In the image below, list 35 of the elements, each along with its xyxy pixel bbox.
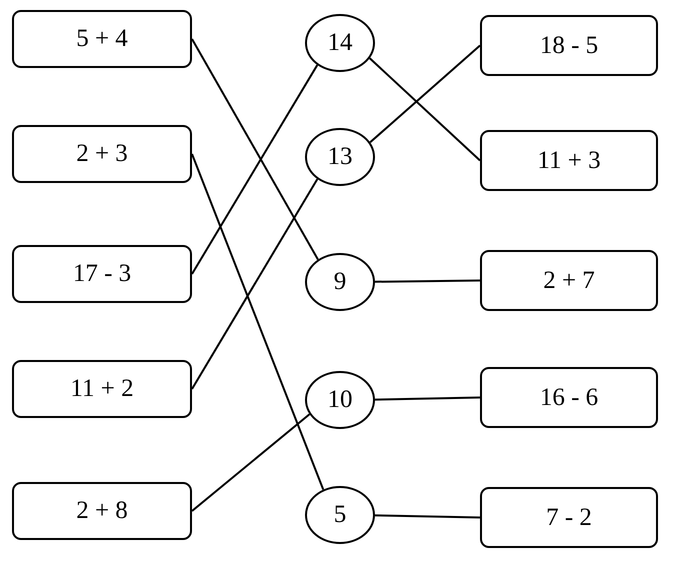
expression-box <box>12 245 192 303</box>
node-text: 11 + 3 <box>537 146 601 174</box>
node-text: 18 - 5 <box>540 32 598 60</box>
connector-line <box>374 280 480 283</box>
connector-line <box>191 178 318 390</box>
node-text: 2 + 3 <box>76 140 128 168</box>
expression-box <box>480 15 658 76</box>
expression-box <box>12 360 192 418</box>
node-text: 9 <box>334 268 346 296</box>
node-text: 5 <box>334 501 346 529</box>
expression-box <box>480 250 658 311</box>
connector-line <box>370 44 481 144</box>
node-text: 2 + 8 <box>76 497 128 525</box>
expression-box <box>480 130 658 191</box>
connector-line <box>191 413 310 512</box>
node-text: 7 - 2 <box>546 504 592 532</box>
node-text: 10 <box>328 386 352 414</box>
connector-line <box>369 58 481 162</box>
node-text: 5 + 4 <box>76 25 128 53</box>
node-text: 2 + 7 <box>543 266 595 294</box>
expression-box <box>12 125 192 183</box>
expression-box <box>12 482 192 540</box>
expression-box <box>12 10 192 68</box>
connector-line <box>374 396 480 401</box>
connector-line <box>374 514 480 518</box>
node-text: 13 <box>328 143 352 171</box>
expression-box <box>480 367 658 428</box>
connector-line <box>191 38 319 260</box>
node-text: 17 - 3 <box>72 260 132 288</box>
node-text: 14 <box>328 29 352 57</box>
connector-line <box>191 64 318 275</box>
node-text: 11 + 2 <box>70 375 134 403</box>
expression-box <box>480 487 658 548</box>
connector-line <box>191 154 324 490</box>
node-text: 16 - 6 <box>540 384 598 412</box>
